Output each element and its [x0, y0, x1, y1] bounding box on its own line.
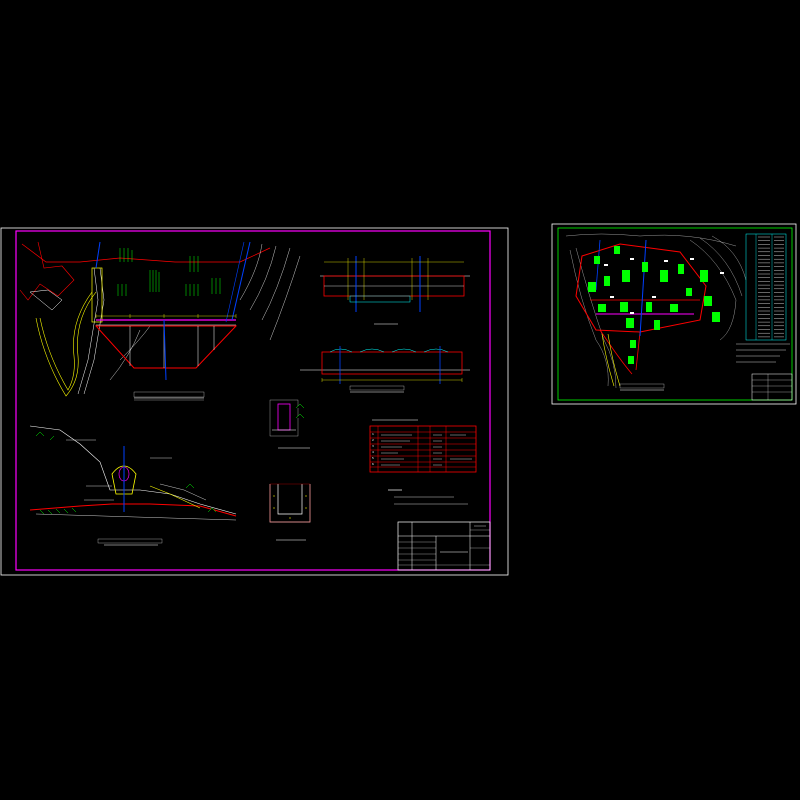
- quantity-table-row-number: 4: [372, 450, 374, 454]
- section-1-1: [300, 346, 470, 393]
- quantity-table-row-number: 5: [372, 456, 374, 460]
- main-sheet-outer-frame: [0, 227, 509, 576]
- main-sheet: [0, 227, 509, 576]
- side-sheet: [551, 223, 797, 405]
- plan-view: [19, 241, 301, 401]
- side-sheet-outer-frame: [551, 223, 797, 405]
- detail-1: [269, 399, 310, 449]
- quantity-table-row-number: 1: [372, 432, 374, 436]
- side-notes: [736, 343, 790, 363]
- quantity-table-row-number: 2: [372, 438, 374, 442]
- main-sheet-inner-frame: [15, 230, 491, 571]
- title-block: [397, 521, 491, 571]
- section-2-2: [320, 256, 470, 325]
- profile-view: [29, 425, 237, 546]
- site-plan: [565, 233, 747, 391]
- quantity-table: [369, 419, 477, 473]
- legend-table: [745, 233, 787, 341]
- side-sheet-inner-frame: [557, 227, 793, 401]
- notes: [388, 489, 468, 505]
- side-title-block: [751, 373, 793, 401]
- quantity-table-row-number: 6: [372, 462, 374, 466]
- detail-2: [269, 483, 311, 541]
- quantity-table-row-number: 3: [372, 444, 374, 448]
